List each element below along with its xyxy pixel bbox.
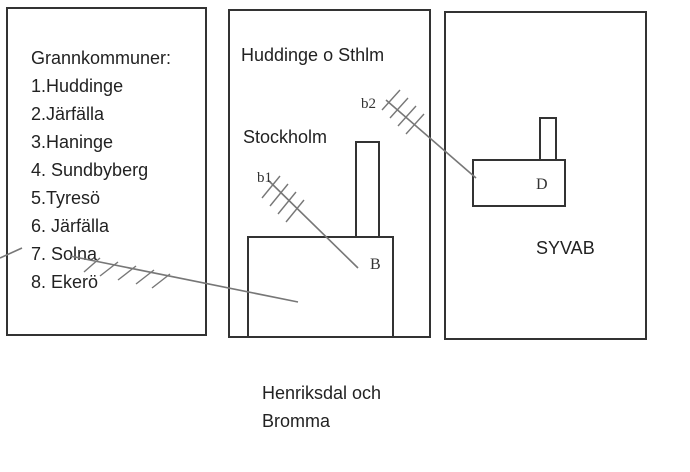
pipe-b1-label: b1 <box>257 170 272 186</box>
left-heading: Grannkommuner: <box>31 48 171 68</box>
building-d-label: D <box>536 176 548 193</box>
tower-b <box>355 141 380 239</box>
tower-d <box>539 117 557 163</box>
municipality-8: 8. Ekerö <box>31 272 98 292</box>
region-box-right <box>444 11 647 340</box>
middle-subheading: Stockholm <box>243 127 327 147</box>
municipality-2: 2.Järfälla <box>31 104 105 124</box>
region-box-left <box>6 7 207 336</box>
municipality-3: 3.Haninge <box>31 132 113 152</box>
building-b <box>247 236 394 338</box>
pipe-b1 <box>261 175 359 269</box>
caption-line-2: Bromma <box>262 411 331 431</box>
municipality-6: 6. Järfälla <box>31 216 110 236</box>
caption-line-1: Henriksdal och <box>262 383 381 403</box>
municipality-5: 5.Tyresö <box>31 188 100 208</box>
middle-heading: Huddinge o Sthlm <box>241 45 384 65</box>
building-d <box>472 159 566 207</box>
pipe-b2-label: b2 <box>361 96 376 112</box>
building-b-label: B <box>370 256 381 273</box>
pipe-b2 <box>381 89 477 179</box>
right-name: SYVAB <box>536 238 595 258</box>
municipality-4: 4. Sundbyberg <box>31 160 148 180</box>
pipe-left <box>0 247 299 303</box>
municipality-1: 1.Huddinge <box>31 76 123 96</box>
municipality-7: 7. Solna <box>31 244 98 264</box>
